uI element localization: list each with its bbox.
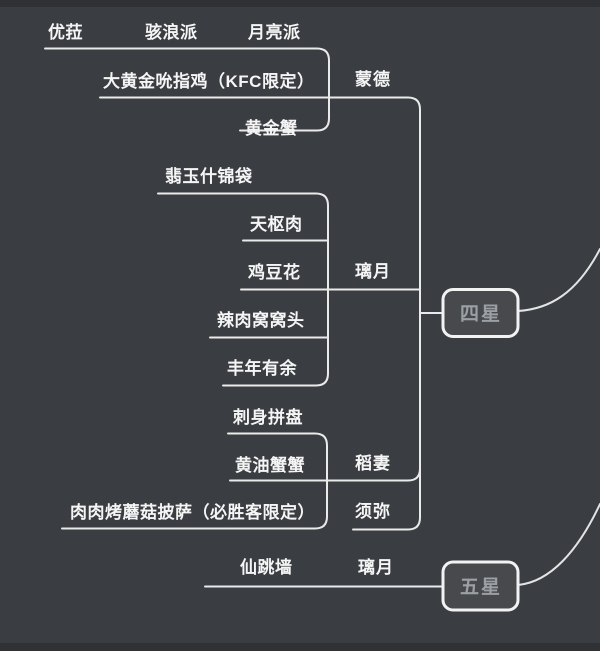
- branch-four-star: 优菈 骇浪派 月亮派 大黄金吮指鸡（KFC限定） 黄金蟹 蒙德 翡玉什锦袋 天枢…: [44, 22, 600, 531]
- node-four-star-box[interactable]: [441, 288, 520, 338]
- topic-golden-crab[interactable]: 黄金蟹: [245, 118, 298, 138]
- node-four-star[interactable]: 四星: [441, 288, 520, 338]
- topic-jidouhua[interactable]: 鸡豆花: [247, 262, 301, 282]
- connector-daoqi-line: [229, 467, 421, 482]
- connector-four-star-root-curve: [517, 248, 600, 312]
- topic-kfc-chicken[interactable]: 大黄金吮指鸡（KFC限定）: [103, 71, 314, 91]
- connector-mengde-bracket: [44, 47, 330, 132]
- topic-adeptus-temptation[interactable]: 仙跳墙: [240, 557, 293, 577]
- topic-hailangpai[interactable]: 骇浪派: [145, 22, 198, 42]
- node-four-star-label: 四星: [460, 303, 502, 325]
- top-frame-strip: [0, 0, 600, 7]
- node-five-star-box[interactable]: [441, 560, 520, 612]
- topic-region-liyue4[interactable]: 璃月: [355, 261, 391, 281]
- topic-jade-parcels[interactable]: 翡玉什锦袋: [165, 166, 253, 186]
- bottom-frame-strip: [0, 643, 600, 651]
- topic-fengnian-youyu[interactable]: 丰年有余: [227, 358, 297, 378]
- node-five-star[interactable]: 五星: [441, 560, 520, 612]
- topic-pizza-hut[interactable]: 肉肉烤蘑菇披萨（必胜客限定）: [70, 502, 315, 522]
- topic-butter-crab[interactable]: 黄油蟹蟹: [235, 455, 305, 475]
- topic-tianshu-meat[interactable]: 天枢肉: [250, 214, 303, 234]
- topic-region-mengde[interactable]: 蒙德: [355, 69, 391, 89]
- connector-liyue-bracket: [157, 192, 329, 387]
- topic-region-daoqi[interactable]: 稻妻: [355, 454, 391, 473]
- topic-lawowotou[interactable]: 辣肉窝窝头: [217, 310, 305, 330]
- connector-five-star-root-curve: [517, 503, 600, 586]
- topic-region-liyue5[interactable]: 璃月: [358, 557, 394, 577]
- topic-yueliangpai[interactable]: 月亮派: [247, 22, 301, 42]
- branch-five-star: 仙跳墙 璃月 五星: [204, 503, 600, 612]
- topic-sashimi-platter[interactable]: 刺身拼盘: [233, 407, 303, 427]
- topic-region-xumi[interactable]: 须弥: [355, 501, 391, 521]
- node-five-star-label: 五星: [460, 576, 502, 598]
- connector-daoqi-bracket: [61, 432, 328, 530]
- topic-youla[interactable]: 优菈: [48, 22, 83, 42]
